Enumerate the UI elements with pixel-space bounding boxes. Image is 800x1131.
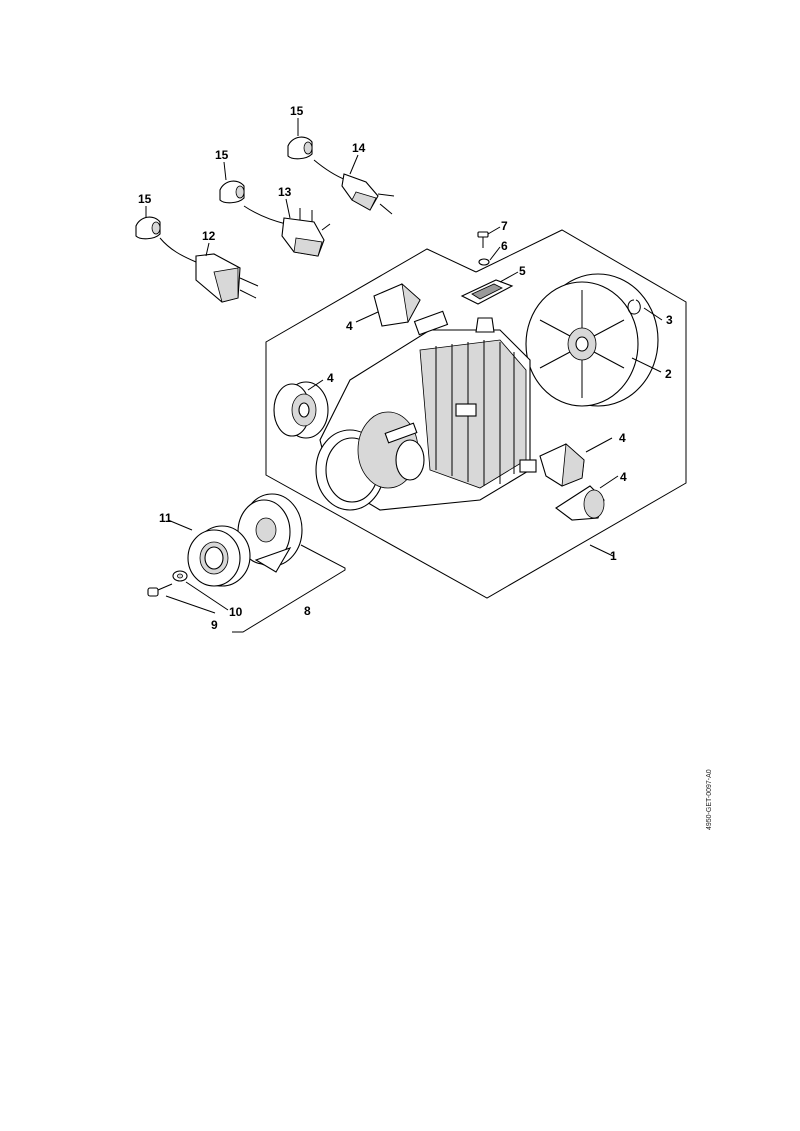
power-cord-14 — [313, 159, 395, 215]
gasket-5 — [460, 279, 514, 305]
callout-4-top: 4 — [346, 319, 353, 333]
power-cord-13 — [243, 205, 331, 257]
screw-9 — [147, 583, 173, 597]
assembly-bracket-1 — [265, 229, 687, 599]
callout-9: 9 — [211, 618, 218, 632]
callout-12: 12 — [202, 229, 216, 243]
callout-11: 11 — [159, 511, 172, 525]
callout-14: 14 — [352, 141, 366, 155]
cord-grommet-15-middle — [219, 180, 245, 204]
callout-1: 1 — [610, 549, 617, 563]
callout-4-left: 4 — [327, 371, 334, 385]
rubber-mount-4-top — [373, 282, 421, 327]
callout-15-left: 15 — [138, 192, 152, 206]
rubber-mount-4-right-lower — [555, 485, 605, 521]
leader-lines — [145, 118, 663, 614]
callout-4-right-upper: 4 — [619, 431, 626, 445]
assembly-bracket-8 — [232, 544, 346, 633]
power-cord-12 — [159, 237, 259, 303]
callout-8: 8 — [304, 604, 311, 618]
fan-impeller-2 — [525, 273, 659, 407]
callout-3: 3 — [666, 313, 673, 327]
cord-grommet-15-right — [287, 136, 313, 160]
rubber-mount-4-left — [273, 381, 329, 439]
bearing-ring-11 — [187, 525, 251, 587]
drawing-code: 4950-GET-0097-A0 — [706, 769, 713, 830]
callout-6: 6 — [501, 239, 508, 253]
callout-7: 7 — [501, 219, 508, 233]
motor-housing — [315, 310, 537, 511]
callout-15-right: 15 — [290, 104, 304, 118]
circlip-3 — [627, 299, 641, 315]
rubber-mount-4-right-upper — [539, 443, 585, 487]
washer-6 — [478, 258, 490, 266]
callout-13: 13 — [278, 185, 292, 199]
cord-grommet-15-left — [135, 216, 161, 240]
callout-15-middle: 15 — [215, 148, 229, 162]
callout-2: 2 — [665, 367, 672, 381]
end-cover-8 — [237, 493, 303, 573]
callout-4-right-lower: 4 — [620, 470, 627, 484]
screw-7 — [477, 231, 489, 248]
callout-10: 10 — [229, 605, 243, 619]
callout-5: 5 — [519, 264, 526, 278]
washer-10-hole — [177, 573, 183, 579]
